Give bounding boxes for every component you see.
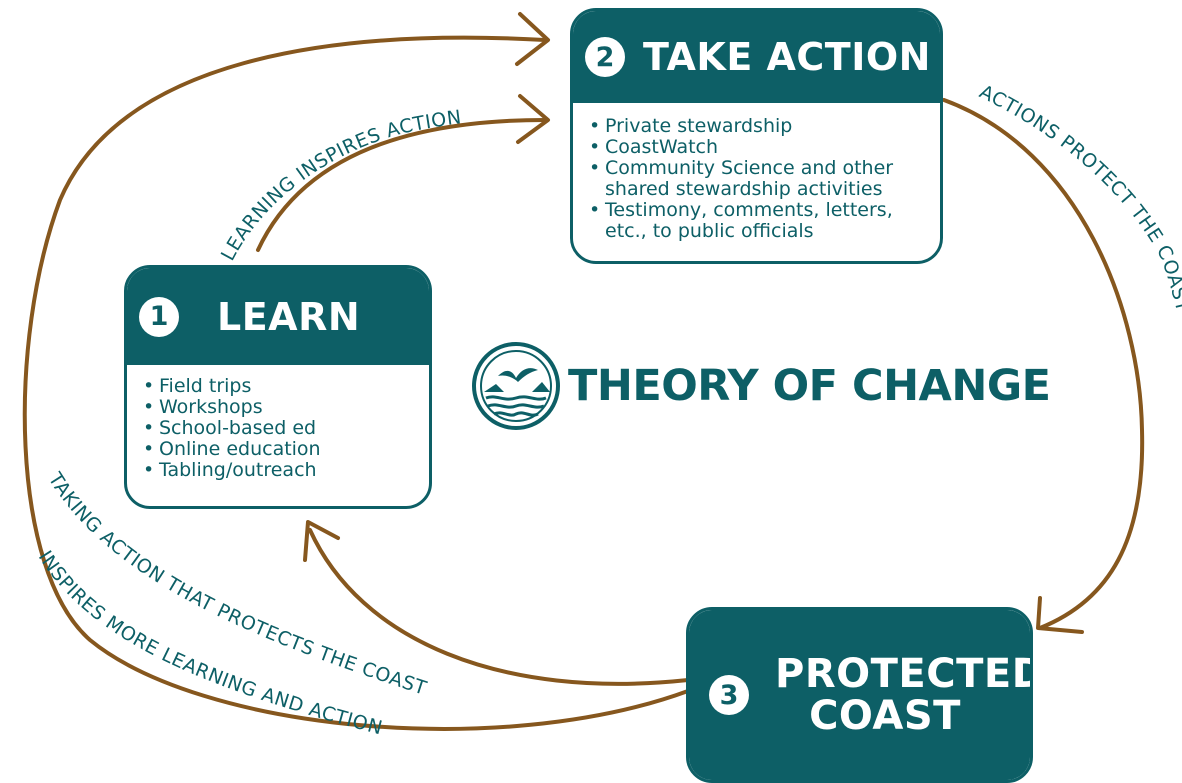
list-item: Community Science and other shared stewa… bbox=[587, 158, 934, 200]
learn-header: 1 LEARN bbox=[127, 268, 429, 365]
label-inspires-more-learning: INSPIRES MORE LEARNING AND ACTION bbox=[34, 547, 385, 740]
take-action-header: 2 TAKE ACTION bbox=[573, 11, 940, 103]
list-item: Workshops bbox=[141, 397, 423, 419]
list-item: Testimony, comments, letters, etc., to p… bbox=[587, 200, 934, 242]
label-actions-protect-the-coast: ACTIONS PROTECT THE COAST bbox=[976, 81, 1182, 314]
take-action-box: 2 TAKE ACTION Private stewardship CoastW… bbox=[570, 8, 943, 264]
protected-coast-title: PROTECTED COAST bbox=[775, 651, 1033, 739]
label-learning-inspires-action: LEARNING INSPIRES ACTION bbox=[217, 106, 463, 264]
step-1-badge: 1 bbox=[139, 296, 179, 337]
arrow-loop-to-action bbox=[22, 35, 690, 731]
arrowhead-learn-to-action bbox=[516, 94, 550, 144]
protected-coast-box: 3 PROTECTED COAST bbox=[686, 607, 1033, 783]
step-3-badge: 3 bbox=[709, 675, 749, 715]
learn-list: Field trips Workshops School-based ed On… bbox=[127, 365, 429, 482]
list-item: Private stewardship bbox=[587, 116, 934, 138]
arrow-coast-to-learn bbox=[308, 528, 690, 686]
learn-box: 1 LEARN Field trips Workshops School-bas… bbox=[124, 265, 432, 509]
arrowhead-action-to-coast bbox=[1036, 596, 1084, 634]
arrow-learn-to-action bbox=[256, 118, 547, 252]
protected-coast-title-line1: PROTECTED bbox=[775, 651, 1033, 697]
theory-of-change-heading: THEORY OF CHANGE bbox=[470, 340, 1051, 432]
take-action-title: TAKE ACTION bbox=[643, 35, 931, 79]
protected-coast-header: 3 PROTECTED COAST bbox=[689, 610, 1030, 780]
learn-title: LEARN bbox=[217, 294, 361, 339]
step-2-badge: 2 bbox=[585, 37, 625, 77]
protected-coast-title-line2: COAST bbox=[809, 693, 961, 739]
list-item: School-based ed bbox=[141, 418, 423, 440]
seagull-logo-icon bbox=[472, 342, 560, 430]
list-item: Tabling/outreach bbox=[141, 460, 423, 482]
arrowhead-loop-to-action bbox=[515, 12, 550, 66]
arrowhead-coast-to-learn bbox=[303, 520, 340, 562]
arrow-action-to-coast bbox=[942, 98, 1145, 630]
list-item: Online education bbox=[141, 439, 423, 461]
page-title: THEORY OF CHANGE bbox=[568, 361, 1051, 411]
take-action-list: Private stewardship CoastWatch Community… bbox=[573, 103, 940, 242]
list-item: Field trips bbox=[141, 376, 423, 398]
list-item: CoastWatch bbox=[587, 137, 934, 159]
